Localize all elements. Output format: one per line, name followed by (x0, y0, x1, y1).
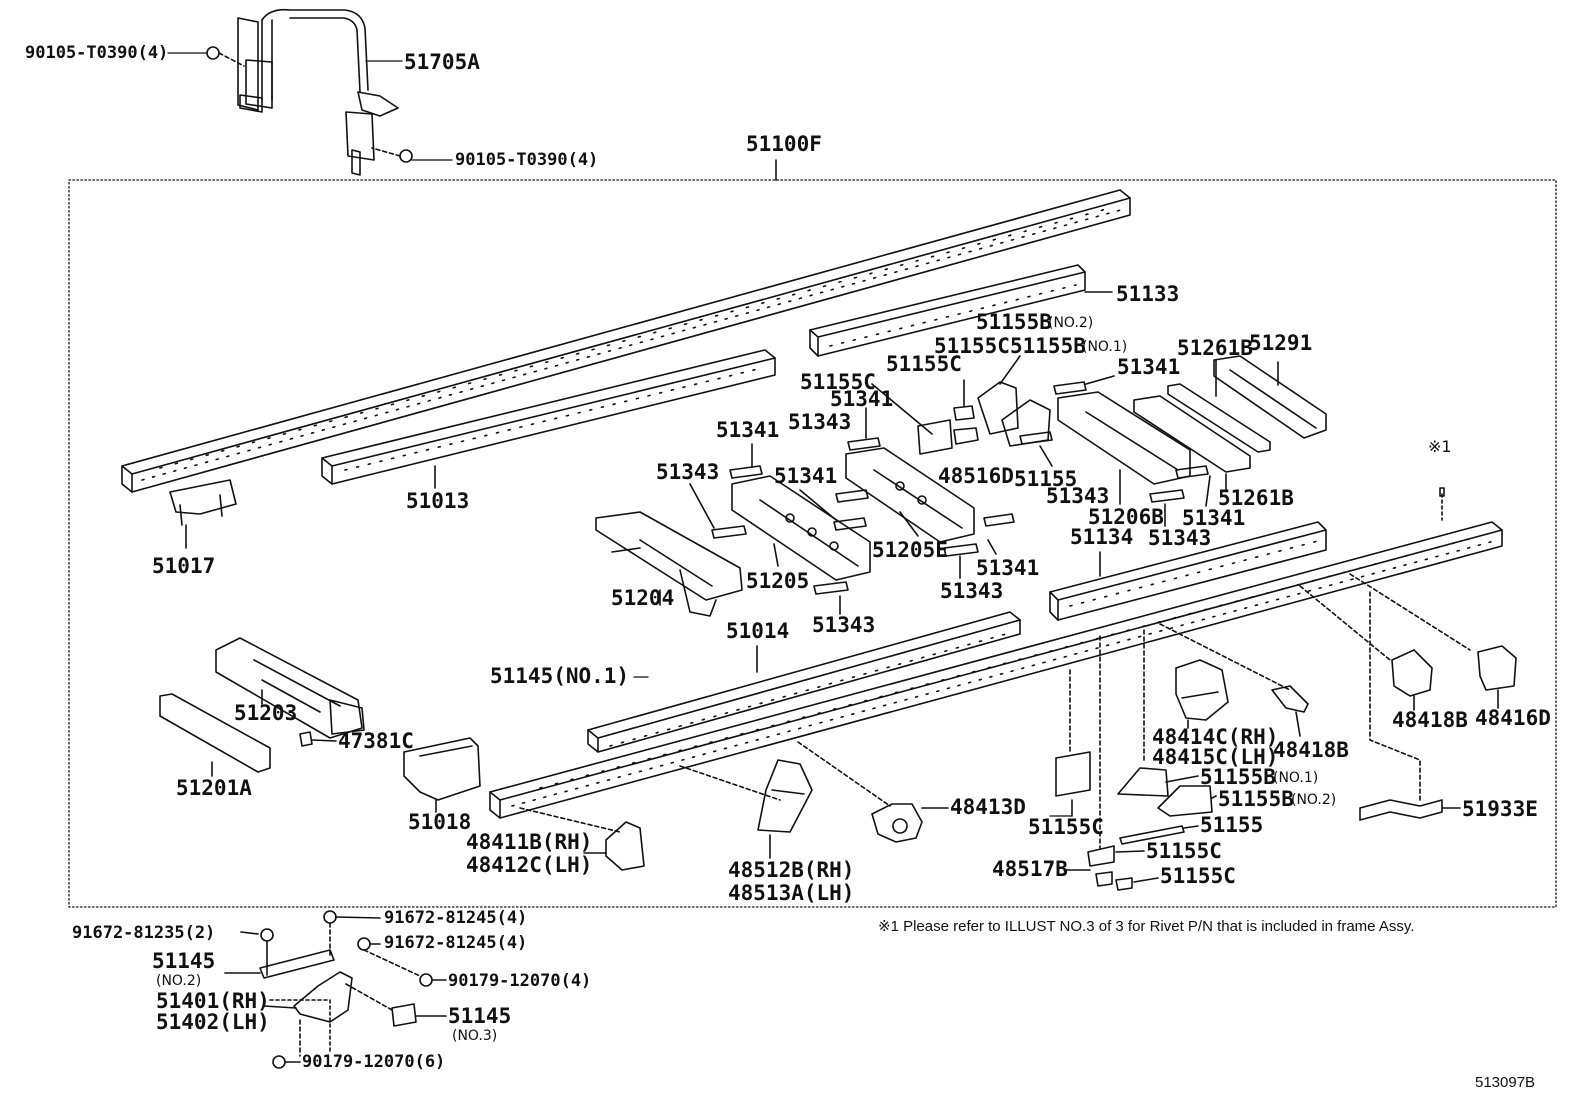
rear-step-bracket-drawing (206, 8, 413, 176)
label-51201A[interactable]: 51201A (176, 776, 252, 800)
bracket-51017-drawing (169, 479, 237, 549)
label-51401[interactable]: 51401(RH) (156, 989, 270, 1013)
label-48418B-b[interactable]: 48418B (1392, 708, 1468, 732)
label-91672-81235[interactable]: 91672-81235(2) (72, 923, 216, 943)
label-48516D[interactable]: 48516D (938, 464, 1014, 488)
label-48513A[interactable]: 48513A(LH) (728, 881, 855, 905)
label-51145-no3[interactable]: 51145 (448, 1004, 512, 1028)
label-51206B[interactable]: 51206B (1088, 505, 1164, 529)
label-51402[interactable]: 51402(LH) (156, 1010, 270, 1034)
label-51155C-c[interactable]: 51155C (800, 370, 876, 394)
frame-assy-box (68, 179, 1557, 908)
label-51155-low[interactable]: 51155 (1200, 813, 1264, 837)
label-51205E[interactable]: 51205E (872, 538, 948, 562)
label-51133[interactable]: 51133 (1116, 282, 1180, 306)
label-51705A[interactable]: 51705A (404, 50, 480, 74)
rail-51014-drawing (587, 611, 1021, 753)
rail-51013-drawing (321, 349, 776, 489)
label-51343-b[interactable]: 51343 (656, 460, 720, 484)
label-51013[interactable]: 51013 (406, 489, 470, 513)
label-51155B-no2-low[interactable]: 51155B (1218, 787, 1294, 811)
label-48411B[interactable]: 48411B(RH) (466, 830, 593, 854)
label-51205[interactable]: 51205 (746, 569, 810, 593)
rivet-reference-note: ※1 Please refer to ILLUST NO.3 of 3 for … (878, 918, 1415, 935)
label-48413D[interactable]: 48413D (950, 795, 1026, 819)
label-51341-f[interactable]: 51341 (976, 556, 1040, 580)
label-51155B-no2-low-sub: (NO.2) (1291, 792, 1337, 808)
label-48517B[interactable]: 48517B (992, 857, 1068, 881)
label-51343-e[interactable]: 51343 (940, 579, 1004, 603)
label-51155B-no1-top[interactable]: 51155B (1010, 334, 1086, 358)
label-51155B-no1-low-sub: (NO.1) (1273, 770, 1319, 786)
label-51203[interactable]: 51203 (234, 701, 298, 725)
label-91672-81245-b[interactable]: 91672-81245(4) (384, 933, 528, 953)
lower-rail-drawing (489, 487, 1503, 819)
label-51134[interactable]: 51134 (1070, 525, 1134, 549)
label-51291[interactable]: 51291 (1249, 331, 1313, 355)
label-51155B-no1-low[interactable]: 51155B (1200, 765, 1276, 789)
label-51018[interactable]: 51018 (408, 810, 472, 834)
label-51933E[interactable]: 51933E (1462, 797, 1538, 821)
crossmember-cluster-drawing (595, 355, 1327, 617)
label-51100F[interactable]: 51100F (746, 132, 822, 156)
label-51341-a[interactable]: 51341 (830, 387, 894, 411)
bottom-fasteners-drawing (224, 910, 447, 1069)
label-51343-d[interactable]: 51343 (1148, 526, 1212, 550)
label-51155[interactable]: 51155 (1014, 467, 1078, 491)
lower-brackets-drawing (519, 573, 1517, 891)
left-components-drawing (159, 637, 481, 813)
label-47381C[interactable]: 47381C (338, 729, 414, 753)
label-51155C-f[interactable]: 51155C (1160, 864, 1236, 888)
label-51155B-no2-top-sub: (NO.2) (1048, 315, 1094, 331)
label-51145-no2-sub: (NO.2) (156, 973, 202, 989)
label-51343-f[interactable]: 51343 (812, 613, 876, 637)
label-51343-a[interactable]: 51343 (788, 410, 852, 434)
label-51155B-no2-top[interactable]: 51155B (976, 310, 1052, 334)
label-51261B-a[interactable]: 51261B (1177, 336, 1253, 360)
rail-51133-drawing (809, 264, 1113, 357)
label-90179-12070-6[interactable]: 90179-12070(6) (302, 1052, 446, 1072)
label-51341-b[interactable]: 51341 (1117, 355, 1181, 379)
label-48512B[interactable]: 48512B(RH) (728, 858, 855, 882)
label-51341-d[interactable]: 51341 (774, 464, 838, 488)
leader-lines (167, 52, 1073, 817)
label-51204[interactable]: 51204 (611, 586, 675, 610)
label-51261B-b[interactable]: 51261B (1218, 486, 1294, 510)
label-51341-c[interactable]: 51341 (716, 418, 780, 442)
label-48416D[interactable]: 48416D (1475, 706, 1551, 730)
label-51155C-e[interactable]: 51155C (1146, 839, 1222, 863)
label-51014[interactable]: 51014 (726, 619, 790, 643)
label-51155B-no1-top-sub: (NO.1) (1082, 339, 1128, 355)
upper-rail-drawing (121, 189, 1131, 493)
illustration-id: 513097B (1475, 1074, 1536, 1091)
label-51155C-a[interactable]: 51155C (934, 334, 1010, 358)
label-51155C-d[interactable]: 51155C (1028, 815, 1104, 839)
label-bolt-90105-right[interactable]: 90105-T0390(4) (455, 150, 599, 170)
label-51343-c[interactable]: 51343 (1046, 484, 1110, 508)
label-51145-no2[interactable]: 51145 (152, 949, 216, 973)
star-reference-mark: ※1 (1428, 437, 1452, 456)
rail-51134-drawing (1049, 521, 1327, 621)
label-51017[interactable]: 51017 (152, 554, 216, 578)
label-48412C[interactable]: 48412C(LH) (466, 853, 593, 877)
label-bolt-90105-left[interactable]: 90105-T0390(4) (25, 43, 169, 63)
label-48418B-a[interactable]: 48418B (1273, 738, 1349, 762)
label-90179-12070-4[interactable]: 90179-12070(4) (448, 971, 592, 991)
label-51155C-b[interactable]: 51155C (886, 352, 962, 376)
label-51341-e[interactable]: 51341 (1182, 506, 1246, 530)
label-48415C[interactable]: 48415C(LH) (1152, 745, 1279, 769)
label-48414C[interactable]: 48414C(RH) (1152, 725, 1279, 749)
label-51145-no1[interactable]: 51145(NO.1) (490, 664, 630, 688)
label-51145-no3-sub: (NO.3) (452, 1028, 498, 1044)
label-91672-81245-a[interactable]: 91672-81245(4) (384, 908, 528, 928)
